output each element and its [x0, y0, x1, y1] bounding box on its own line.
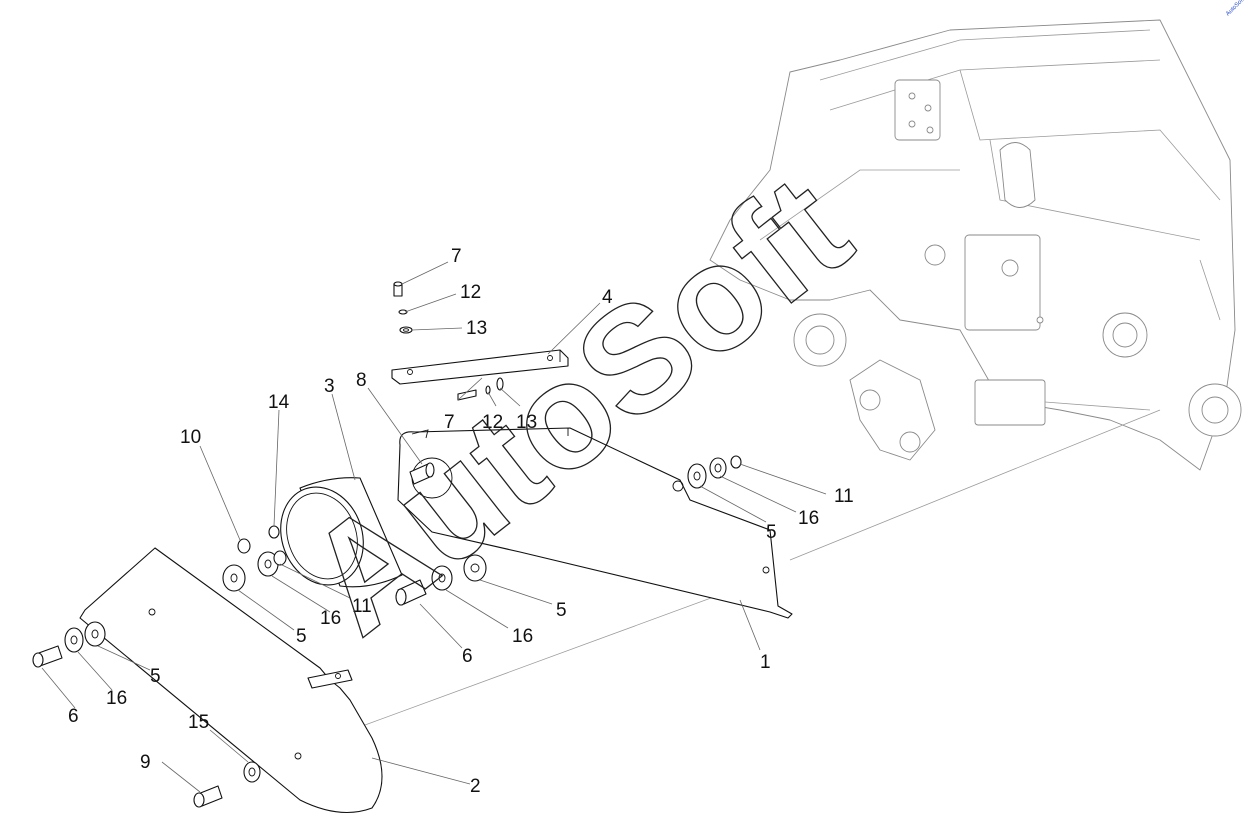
callout-5: 5: [766, 522, 777, 543]
shaft-line-lower: [364, 579, 761, 726]
part-3-cylinder-guard: [280, 477, 403, 588]
part-4-upper-bracket: [391, 349, 569, 385]
callout-labels: 7 12 13 4 3 8 7 12 13 14 10 11 5 16 5 11…: [68, 246, 854, 797]
callout-12: 12: [482, 412, 503, 433]
callout-15: 15: [188, 712, 209, 733]
callout-6: 6: [462, 646, 473, 667]
callout-10: 10: [180, 427, 201, 448]
callout-16: 16: [798, 508, 819, 529]
watermark: AutoSoft: [276, 142, 880, 665]
callout-8: 8: [356, 370, 367, 391]
callout-9: 9: [140, 752, 151, 773]
callout-5: 5: [296, 626, 307, 647]
callout-14: 14: [268, 392, 290, 413]
callout-2: 2: [470, 776, 481, 797]
fasteners: [32, 281, 742, 808]
callout-11: 11: [352, 596, 372, 617]
callout-11: 11: [834, 486, 854, 507]
callout-7: 7: [451, 246, 462, 267]
callout-4: 4: [602, 287, 613, 308]
watermark-text: AutoSoft: [276, 143, 878, 665]
callout-13: 13: [466, 318, 487, 339]
callout-1: 1: [760, 652, 771, 673]
corner-logo: AutoSoft: [1225, 0, 1246, 17]
callout-5: 5: [150, 666, 161, 687]
leader-lines: [41, 261, 827, 793]
callout-7: 7: [444, 412, 455, 433]
shaft-line-upper: [789, 409, 1161, 561]
callout-16: 16: [320, 608, 341, 629]
callout-12: 12: [460, 282, 481, 303]
callout-16: 16: [106, 688, 127, 709]
callout-5: 5: [556, 600, 567, 621]
callout-6: 6: [68, 706, 79, 727]
machine-frame: [709, 19, 1242, 471]
callout-13: 13: [516, 412, 537, 433]
part-2-front-cover: [79, 547, 383, 813]
callout-16: 16: [512, 626, 533, 647]
callout-3: 3: [324, 376, 335, 397]
part-1-bracket: [397, 427, 793, 619]
